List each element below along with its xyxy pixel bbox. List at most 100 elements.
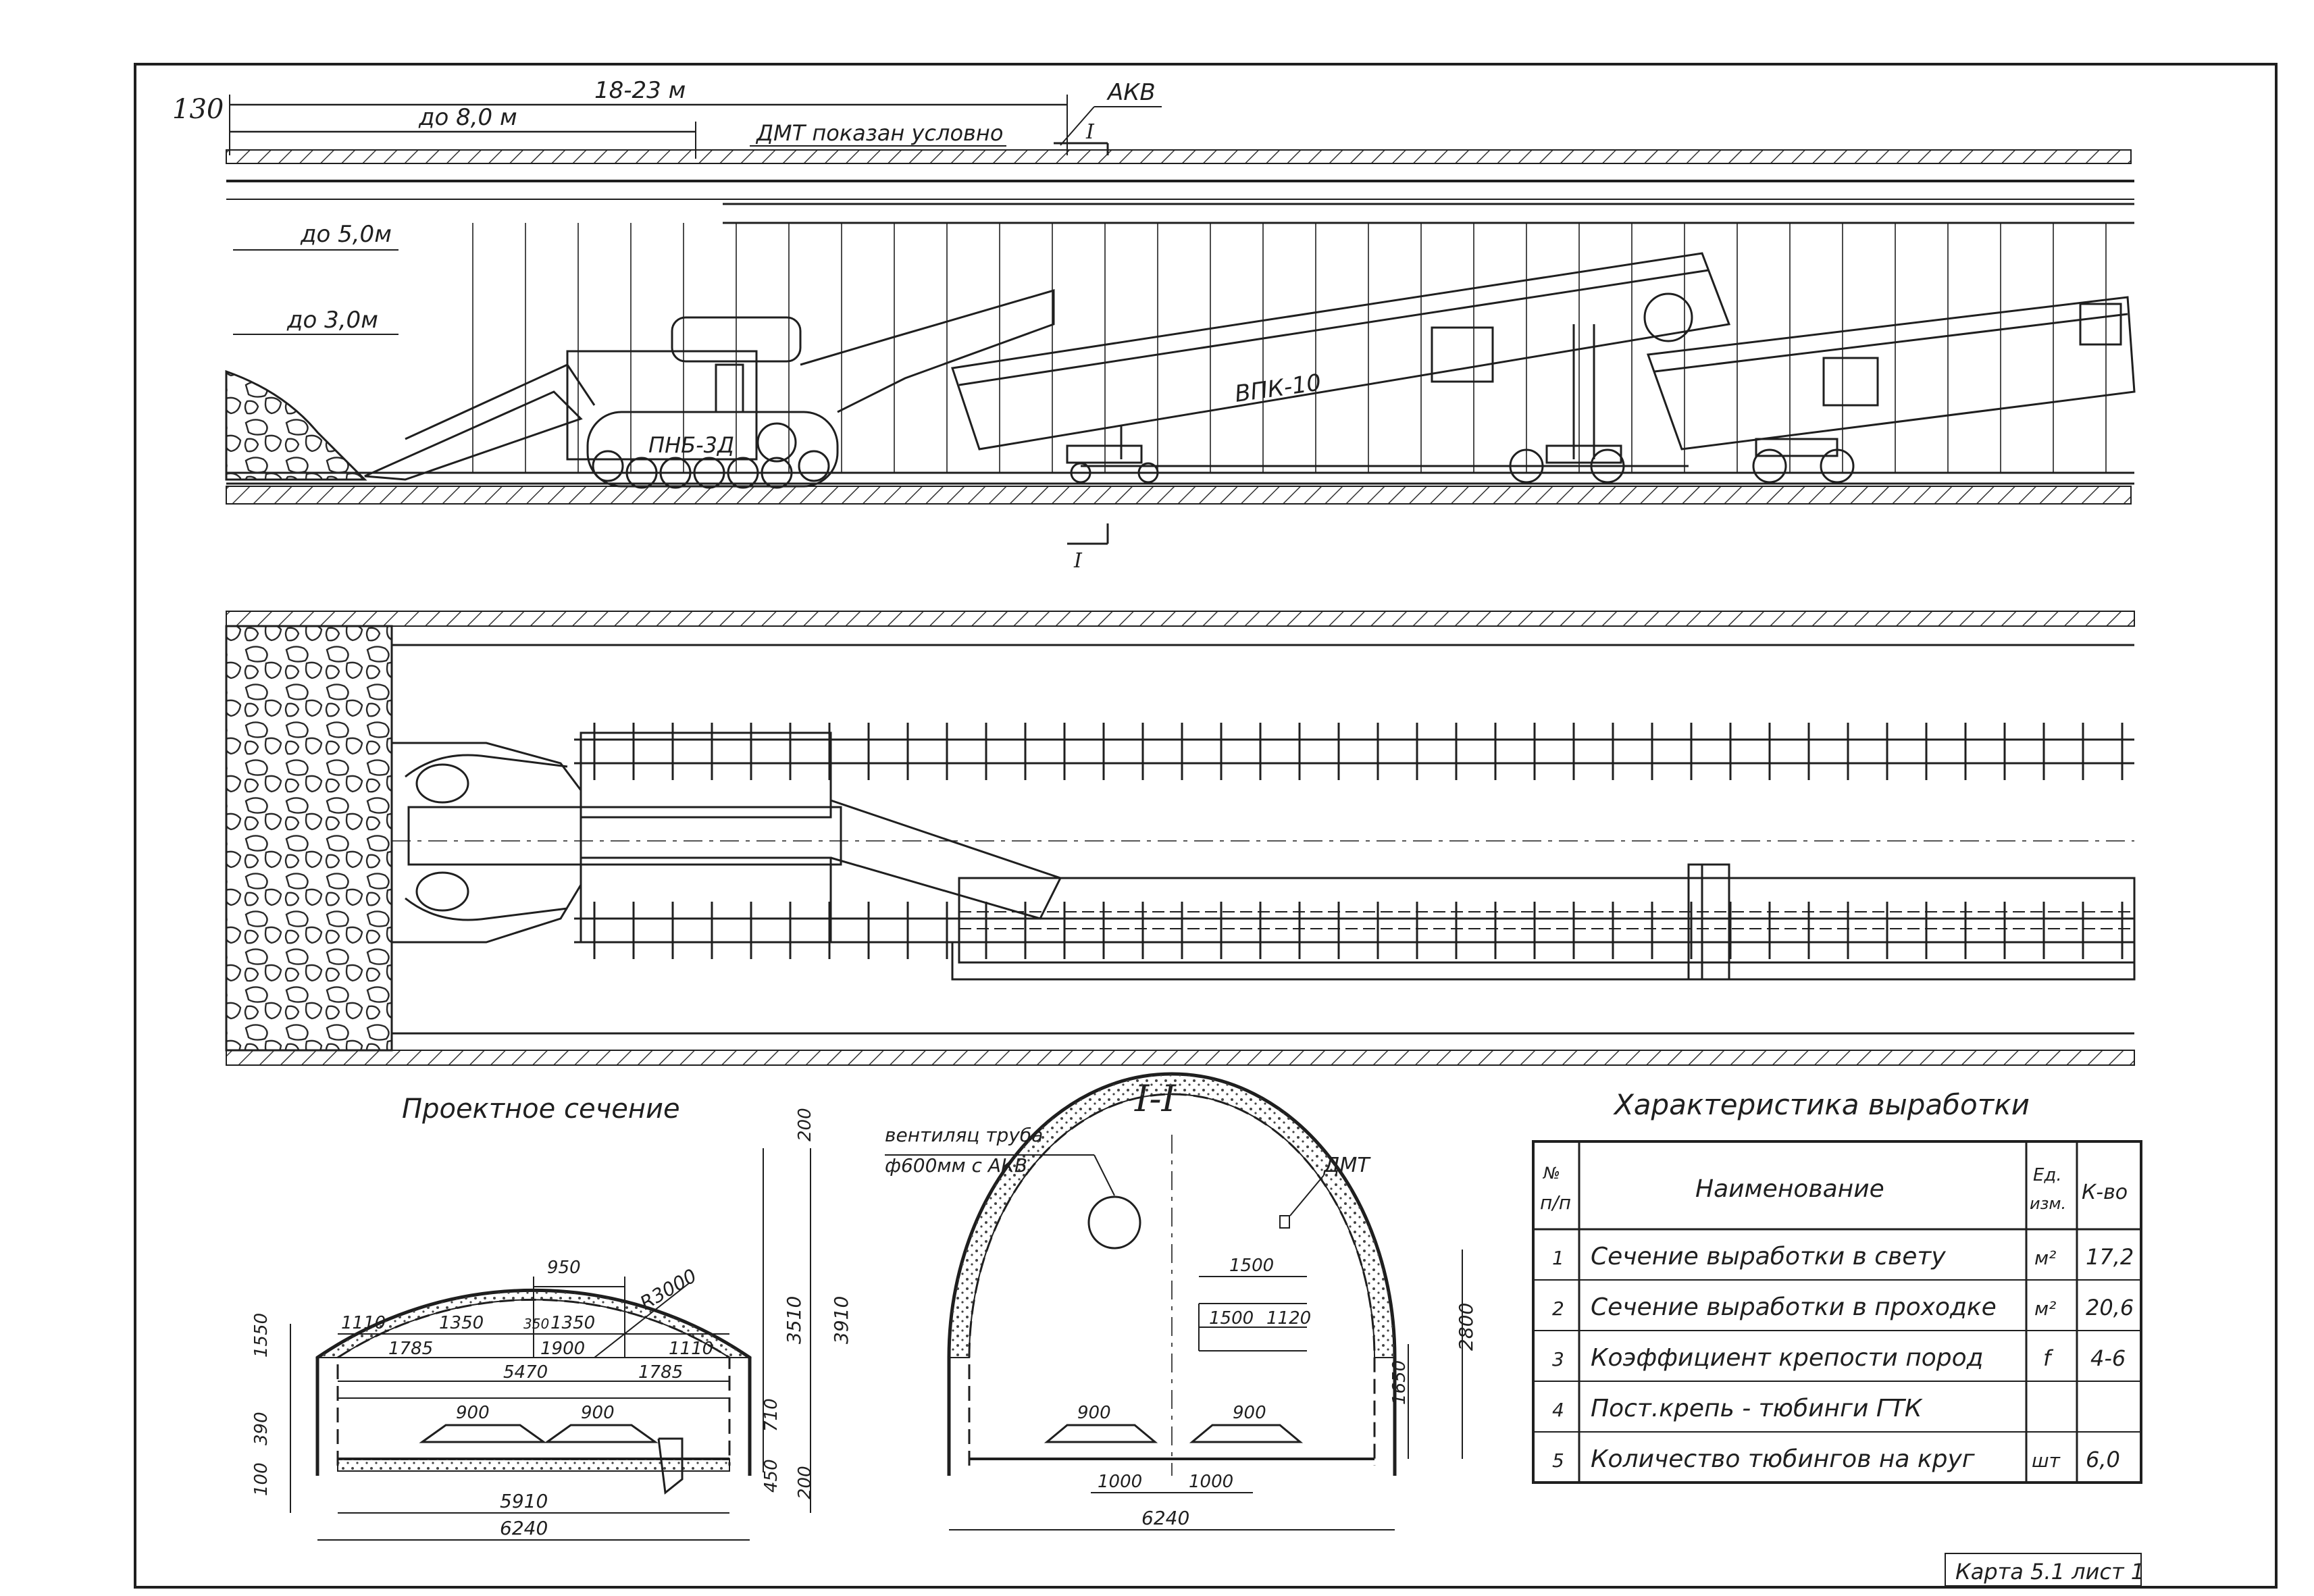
loader-pnb-3d bbox=[364, 289, 1055, 489]
conveyor-section-2 bbox=[1646, 296, 2136, 484]
dimension-label: вентиляц труба bbox=[885, 1124, 1043, 1146]
dimension-label: Количество тюбингов на круг bbox=[1591, 1445, 1976, 1473]
header-unit-1: Ед. bbox=[2033, 1165, 2062, 1185]
sheet-frame bbox=[134, 63, 2278, 1589]
dim-total-length: 18-23 м bbox=[594, 77, 686, 104]
sheet-footer: Карта 5.1 лист 1 bbox=[1955, 1559, 2144, 1585]
dimension-label: 390 bbox=[251, 1412, 272, 1445]
dimension-label: f bbox=[2043, 1345, 2054, 1371]
section-i-i bbox=[885, 1072, 1463, 1530]
table-row: 5 Количество тюбингов на круг шт 6,0 bbox=[1552, 1445, 2120, 1473]
header-num-1: № bbox=[1542, 1164, 1560, 1183]
dim-front-length: до 8,0 м bbox=[418, 104, 517, 131]
plan-loader bbox=[392, 731, 842, 944]
dimension-label: 6,0 bbox=[2086, 1447, 2120, 1472]
dimension-label: Пост.крепь - тюбинги ГТК bbox=[1591, 1395, 1923, 1422]
design-section-title: Проектное сечение bbox=[402, 1093, 680, 1125]
section-i-i-labels: вентиляц труба ф600мм с АКВ ДМТ 1500 150… bbox=[885, 1124, 1477, 1529]
dimension-label: 3910 bbox=[830, 1296, 852, 1344]
dimension-label: 4-6 bbox=[2090, 1345, 2126, 1371]
dimension-label: 450 bbox=[761, 1459, 781, 1493]
section-mark-top: I bbox=[1085, 120, 1095, 144]
dimension-label: 17,2 bbox=[2086, 1244, 2134, 1270]
floor-rock bbox=[226, 486, 2132, 505]
header-unit-2: изм. bbox=[2030, 1194, 2066, 1213]
dimension-label: 1120 bbox=[1266, 1308, 1311, 1329]
dimension-label: 1110 bbox=[341, 1313, 386, 1333]
header-name: Наименование bbox=[1695, 1175, 1884, 1203]
label-akv: АКВ bbox=[1106, 79, 1156, 106]
dim-height-3m: до 3,0м bbox=[286, 307, 378, 334]
dimension-label: 900 bbox=[1077, 1403, 1111, 1423]
dimension-label: 2800 bbox=[1455, 1303, 1477, 1351]
dimension-label: 1785 bbox=[638, 1362, 683, 1383]
dimension-label: 100 bbox=[251, 1462, 272, 1496]
dimension-label: 900 bbox=[456, 1403, 490, 1423]
dimension-label: Коэффициент крепости пород bbox=[1591, 1344, 1984, 1372]
characteristics-table: Характеристика выработки № п/п Наименова… bbox=[1532, 1088, 2142, 1484]
plan-view bbox=[225, 611, 2136, 1066]
dimension-label: 1500 bbox=[1229, 1256, 1274, 1276]
dimension-label: 3 bbox=[1552, 1348, 1564, 1370]
dimension-label: 2 bbox=[1552, 1297, 1564, 1320]
dimension-label: м² bbox=[2034, 1297, 2056, 1320]
dimension-label: 350 bbox=[523, 1316, 549, 1332]
table-row: 4 Пост.крепь - тюбинги ГТК bbox=[1552, 1395, 1923, 1422]
table-row: 1 Сечение выработки в свету м² 17,2 bbox=[1552, 1243, 2134, 1270]
dimension-label: 6240 bbox=[500, 1517, 548, 1539]
dimension-label: 1350 bbox=[550, 1313, 595, 1333]
plan-top-rock bbox=[226, 611, 2135, 627]
table-row: 2 Сечение выработки в проходке м² 20,6 bbox=[1552, 1293, 2134, 1321]
dimension-label: R3000 bbox=[636, 1264, 700, 1314]
dimension-label: 200 bbox=[795, 1108, 815, 1141]
dimension-label: ДМТ bbox=[1322, 1154, 1371, 1177]
dimension-label: 1900 bbox=[540, 1339, 585, 1359]
dimension-label: 1785 bbox=[388, 1339, 433, 1359]
note-dmt-conditional: ДМТ показан условно bbox=[755, 120, 1003, 146]
dimension-label: ф600мм с АКВ bbox=[885, 1154, 1027, 1177]
longitudinal-section: 18-23 м до 8,0 м ДМТ показан условно АКВ… bbox=[225, 77, 2136, 573]
dimension-label: 1650 bbox=[1389, 1360, 1410, 1405]
dimension-label: 710 bbox=[761, 1398, 781, 1432]
dimension-label: 3510 bbox=[783, 1296, 805, 1344]
dimension-label: шт bbox=[2032, 1449, 2061, 1472]
rock-face-rubble bbox=[225, 369, 367, 481]
plan-conveyor bbox=[830, 799, 2136, 981]
dimension-label: 1 bbox=[1552, 1247, 1564, 1269]
dimension-label: 900 bbox=[581, 1403, 615, 1423]
loader-label: ПНБ-3Д bbox=[648, 432, 734, 458]
dimension-label: 1350 bbox=[439, 1313, 484, 1333]
roof-rock bbox=[226, 149, 2132, 164]
dimension-label: 1110 bbox=[669, 1339, 713, 1359]
dimension-label: 900 bbox=[1233, 1403, 1266, 1423]
design-section: Проектное сечение bbox=[290, 1093, 811, 1541]
table-title: Характеристика выработки bbox=[1613, 1088, 2030, 1121]
conveyor-label: ВПК-10 bbox=[1233, 369, 1323, 408]
header-qty: К-во bbox=[2082, 1181, 2128, 1204]
dimension-label: 950 bbox=[547, 1258, 581, 1278]
dimension-label: Сечение выработки в проходке bbox=[1591, 1293, 1997, 1321]
section-mark-bottom: I bbox=[1073, 549, 1083, 573]
dim-height-5m: до 5,0м bbox=[300, 221, 392, 248]
dimension-label: 6240 bbox=[1141, 1507, 1189, 1529]
page-number: 130 bbox=[172, 94, 224, 125]
table-row: 3 Коэффициент крепости пород f 4-6 bbox=[1552, 1344, 2126, 1372]
plan-bottom-rock bbox=[226, 1050, 2135, 1066]
dimension-label: 4 bbox=[1552, 1399, 1564, 1421]
vent-pipe bbox=[1087, 1195, 1141, 1250]
dimension-label: 5 bbox=[1552, 1449, 1564, 1472]
header-num-2: п/п bbox=[1540, 1191, 1571, 1214]
dimension-label: 200 bbox=[795, 1466, 815, 1499]
dimension-label: 5910 bbox=[500, 1490, 548, 1512]
dimension-label: 5470 bbox=[503, 1362, 548, 1383]
dimension-label: 1500 bbox=[1209, 1308, 1254, 1329]
design-section-dims: 950 1110 1350 350 1350 1110 R3000 1785 1… bbox=[251, 1108, 852, 1539]
dimension-label: 1550 bbox=[251, 1313, 272, 1358]
dimension-label: м² bbox=[2034, 1247, 2056, 1269]
dimension-label: 20,6 bbox=[2086, 1295, 2134, 1320]
plan-face-rubble bbox=[225, 625, 393, 1052]
dimension-label: Сечение выработки в свету bbox=[1591, 1243, 1946, 1270]
conveyor-vpk-10 bbox=[951, 252, 1731, 484]
dimension-label: 1000 bbox=[1189, 1472, 1233, 1492]
